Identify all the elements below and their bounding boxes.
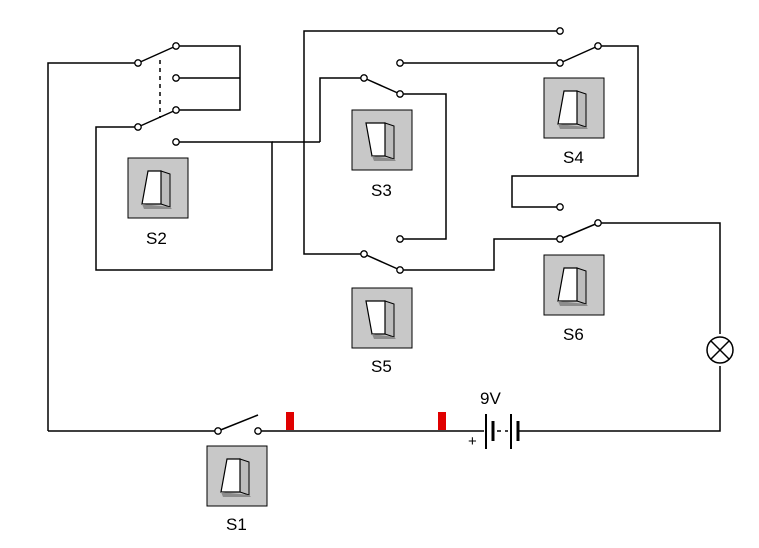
switch-button-s5[interactable] [351, 287, 413, 349]
switch-button-s6[interactable] [543, 254, 605, 316]
switch-label-s2: S2 [146, 229, 167, 248]
switch-label-s6: S6 [563, 325, 584, 344]
probe-marker-right[interactable] [438, 412, 446, 430]
lamp-icon [706, 336, 734, 364]
battery: 9V + [468, 389, 520, 450]
switch-button-s3[interactable] [351, 109, 413, 171]
switch-label-s4: S4 [563, 148, 584, 167]
battery-polarity-label: + [468, 433, 477, 450]
switch-label-s5: S5 [371, 357, 392, 376]
wires [47, 30, 721, 432]
switch-label-s1: S1 [226, 515, 247, 534]
switch-label-s3: S3 [371, 181, 392, 200]
switch-button-s2[interactable] [127, 157, 189, 219]
switch-button-s4[interactable] [543, 77, 605, 139]
battery-voltage-label: 9V [480, 389, 501, 408]
terminals [134, 27, 602, 435]
switch-button-s1[interactable] [206, 445, 268, 507]
probe-marker-left[interactable] [286, 412, 294, 430]
